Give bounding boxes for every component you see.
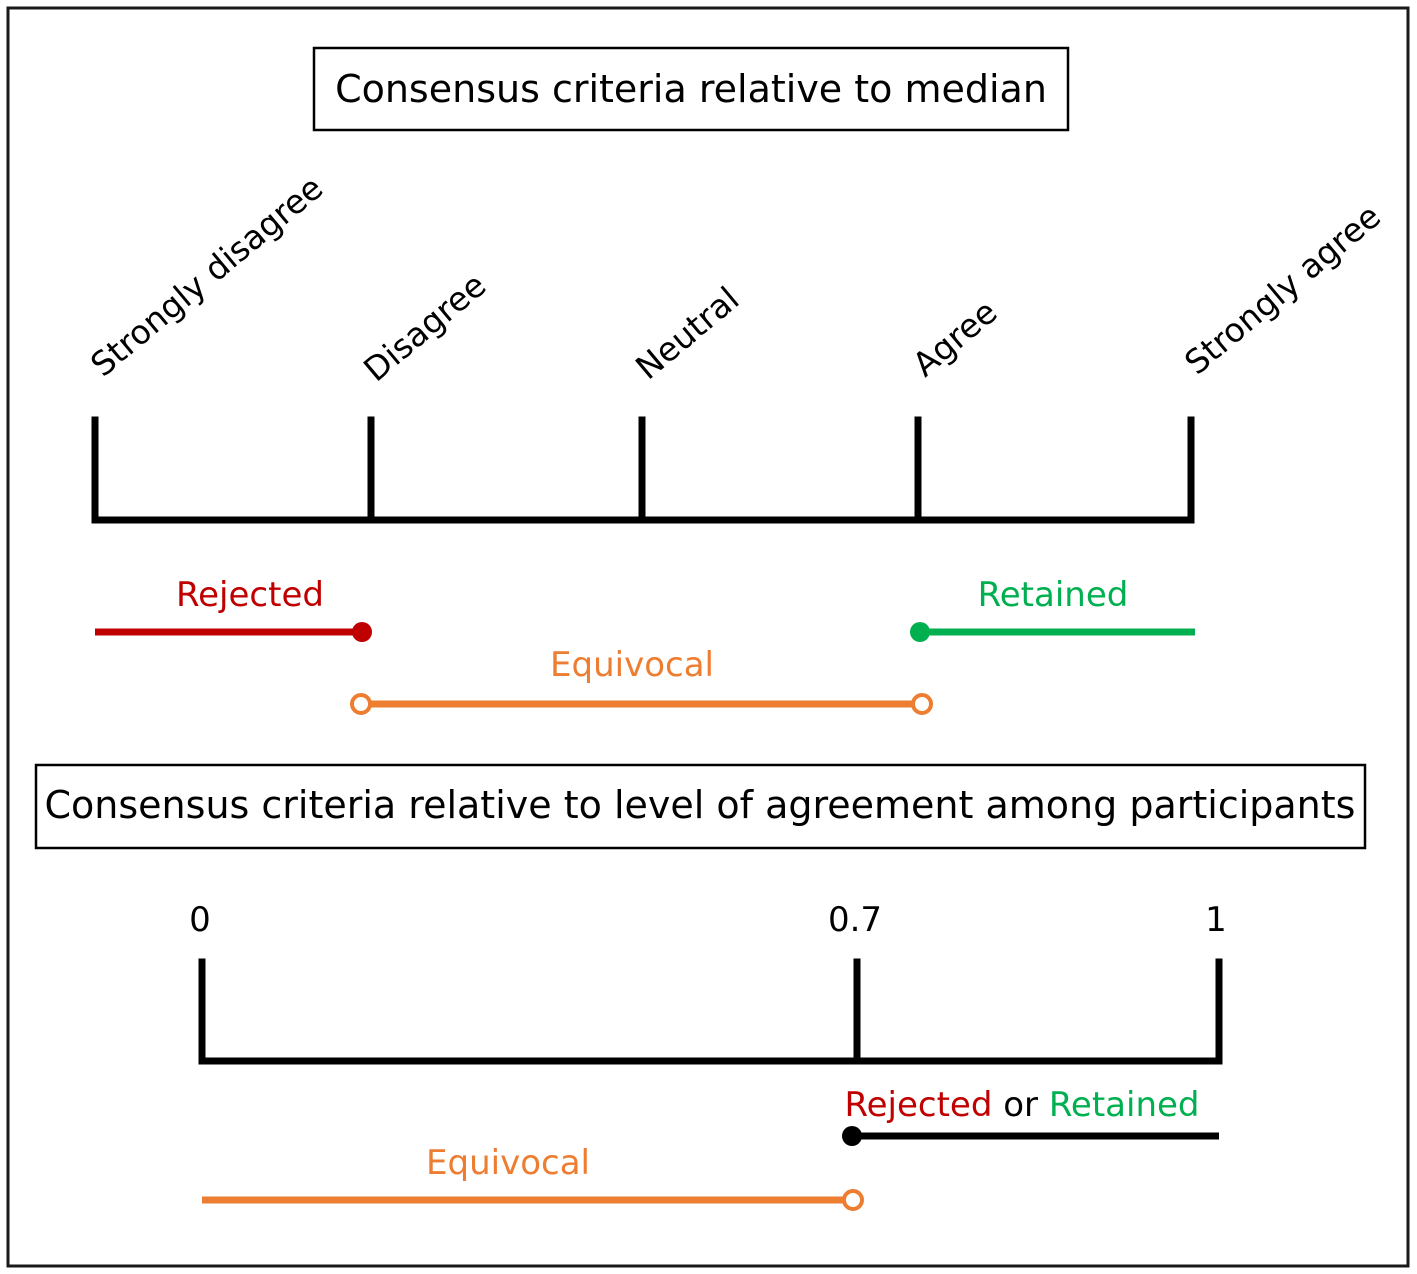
rejected-or-retained-label: Rejected or Retained <box>845 1085 1200 1125</box>
agreement-title: Consensus criteria relative to level of … <box>45 783 1356 827</box>
retained-closed-endpoint <box>910 622 930 642</box>
likert-axis <box>91 416 1195 524</box>
retained-label: Retained <box>978 575 1129 615</box>
or-text: or <box>1003 1085 1038 1125</box>
agreement-tick-label-0-7: 0.7 <box>828 900 882 940</box>
or-word <box>992 1085 1003 1125</box>
space-word <box>1038 1085 1049 1125</box>
equivocal-open-endpoint-agreement <box>842 1189 864 1211</box>
outer-frame <box>6 6 1410 1268</box>
rejected-closed-endpoint <box>352 622 372 642</box>
rejected-or-retained-closed-endpoint <box>842 1126 862 1146</box>
median-title: Consensus criteria relative to median <box>335 67 1047 111</box>
rejected-word: Rejected <box>845 1085 993 1125</box>
equivocal-label-median: Equivocal <box>550 645 714 685</box>
median-title-box <box>312 46 1070 132</box>
retained-word: Retained <box>1049 1085 1200 1125</box>
equivocal-open-endpoint-right <box>911 693 933 715</box>
agreement-title-box <box>34 763 1367 850</box>
equivocal-label-agreement: Equivocal <box>426 1143 590 1183</box>
agreement-axis <box>198 958 1223 1065</box>
equivocal-open-endpoint-left <box>350 693 372 715</box>
rejected-label: Rejected <box>176 575 324 615</box>
agreement-tick-label-0: 0 <box>189 900 211 940</box>
agreement-tick-label-1: 1 <box>1205 900 1227 940</box>
